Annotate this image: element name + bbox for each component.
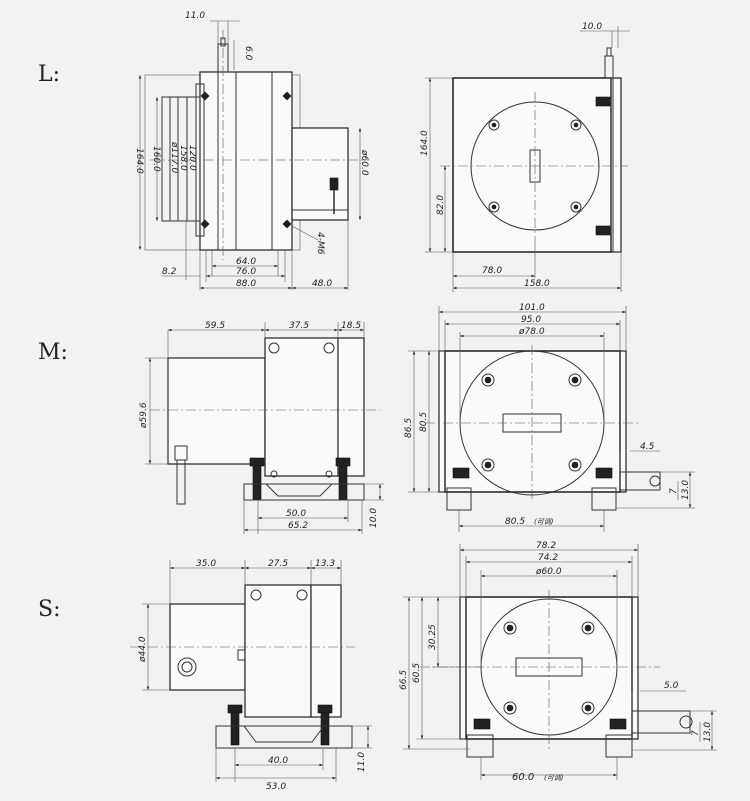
dim-s-side-w1: 35.0 (196, 559, 216, 569)
dim-m-side-b1: 50.0 (286, 509, 306, 519)
dim-m-front-w3: ø78.0 (518, 327, 545, 337)
dim-l-side-h1: 164.0 (134, 148, 144, 174)
dim-s-side-h: 11.0 (357, 752, 367, 772)
dimension-labels: 11.0 6.0 164.0 ø117.0 158.0 120.0 160.0 … (134, 11, 713, 792)
dim-m-front-b: 80.5 (505, 517, 525, 527)
dim-s-front-s2: 7 (691, 730, 701, 736)
dim-s-front-h2: 60.5 (412, 663, 422, 683)
dim-m-front-s1: 4.5 (640, 442, 655, 452)
row-label-l: L: (38, 62, 61, 87)
dim-m-front-w2: 95.0 (521, 315, 541, 325)
dim-l-side-top2: 6.0 (243, 46, 253, 61)
dim-s-front-w1: 78.2 (536, 541, 556, 551)
s-side-view (130, 560, 372, 782)
dim-l-front-w1: 78.0 (482, 266, 502, 276)
dim-l-side-w4: 48.0 (312, 279, 332, 289)
dim-m-side-w1: 59.5 (205, 321, 225, 331)
dim-m-side-d: ø59.6 (139, 402, 149, 429)
dim-m-front-w1: 101.0 (519, 303, 545, 313)
dim-s-front-h3: 30.25 (428, 624, 438, 650)
dim-l-side-w5: 8.2 (162, 267, 177, 277)
l-side-view (138, 20, 365, 290)
dim-l-side-w1: 64.0 (236, 257, 256, 267)
m-front-view (408, 306, 695, 532)
dim-m-front-h2: 80.5 (419, 412, 429, 432)
dim-l-front-top: 10.0 (582, 22, 602, 32)
dim-m-front-h1: 86.5 (404, 418, 414, 438)
row-label-s: S: (38, 597, 61, 622)
dim-l-front-w2: 158.0 (524, 279, 550, 289)
dim-l-side-h5: 160.0 (151, 146, 161, 172)
dim-m-front-s2: 7 (669, 488, 679, 494)
dim-s-side-d: ø44.0 (138, 636, 148, 663)
dim-l-side-w2: 76.0 (236, 267, 256, 277)
dim-m-front-adj: (可调) (534, 518, 554, 526)
dim-l-side-h3: 158.0 (178, 145, 188, 171)
dim-s-front-s1: 5.0 (664, 681, 679, 691)
dim-m-side-b2: 65.2 (288, 521, 308, 531)
dim-s-front-h1: 66.5 (399, 670, 409, 690)
dim-m-front-s3: 13.0 (681, 480, 691, 500)
dim-l-side-w3: 88.0 (236, 279, 256, 289)
dim-s-front-s3: 13.0 (703, 722, 713, 742)
m-side-view (145, 322, 384, 534)
dim-m-side-w2: 37.5 (289, 321, 309, 331)
dim-m-side-h: 10.0 (369, 508, 379, 528)
dim-s-front-adj: (可调) (544, 774, 564, 782)
dim-s-front-b: 60.0 (512, 772, 534, 783)
dim-l-side-top1: 11.0 (185, 11, 205, 21)
dim-l-front-h2: 82.0 (436, 195, 446, 215)
dim-l-side-h4: 120.0 (187, 145, 197, 171)
s-front-view (403, 544, 717, 780)
row-label-m: M: (38, 340, 68, 365)
dim-s-side-b2: 53.0 (266, 782, 286, 792)
dim-s-front-w2: 74.2 (538, 553, 558, 563)
l-front-view (425, 26, 630, 292)
dim-s-front-w3: ø60.0 (535, 567, 562, 577)
dim-l-side-h2: ø117.0 (169, 141, 179, 174)
dim-m-side-w3: 18.5 (341, 321, 361, 331)
dim-s-side-w2: 27.5 (268, 559, 288, 569)
dim-s-side-w3: 13.3 (315, 559, 335, 569)
dim-l-side-d: ø60.0 (359, 149, 369, 176)
dim-l-front-h1: 164.0 (420, 130, 430, 156)
dim-s-side-b1: 40.0 (268, 756, 288, 766)
dim-l-side-hole: 4-M6 (315, 232, 325, 255)
